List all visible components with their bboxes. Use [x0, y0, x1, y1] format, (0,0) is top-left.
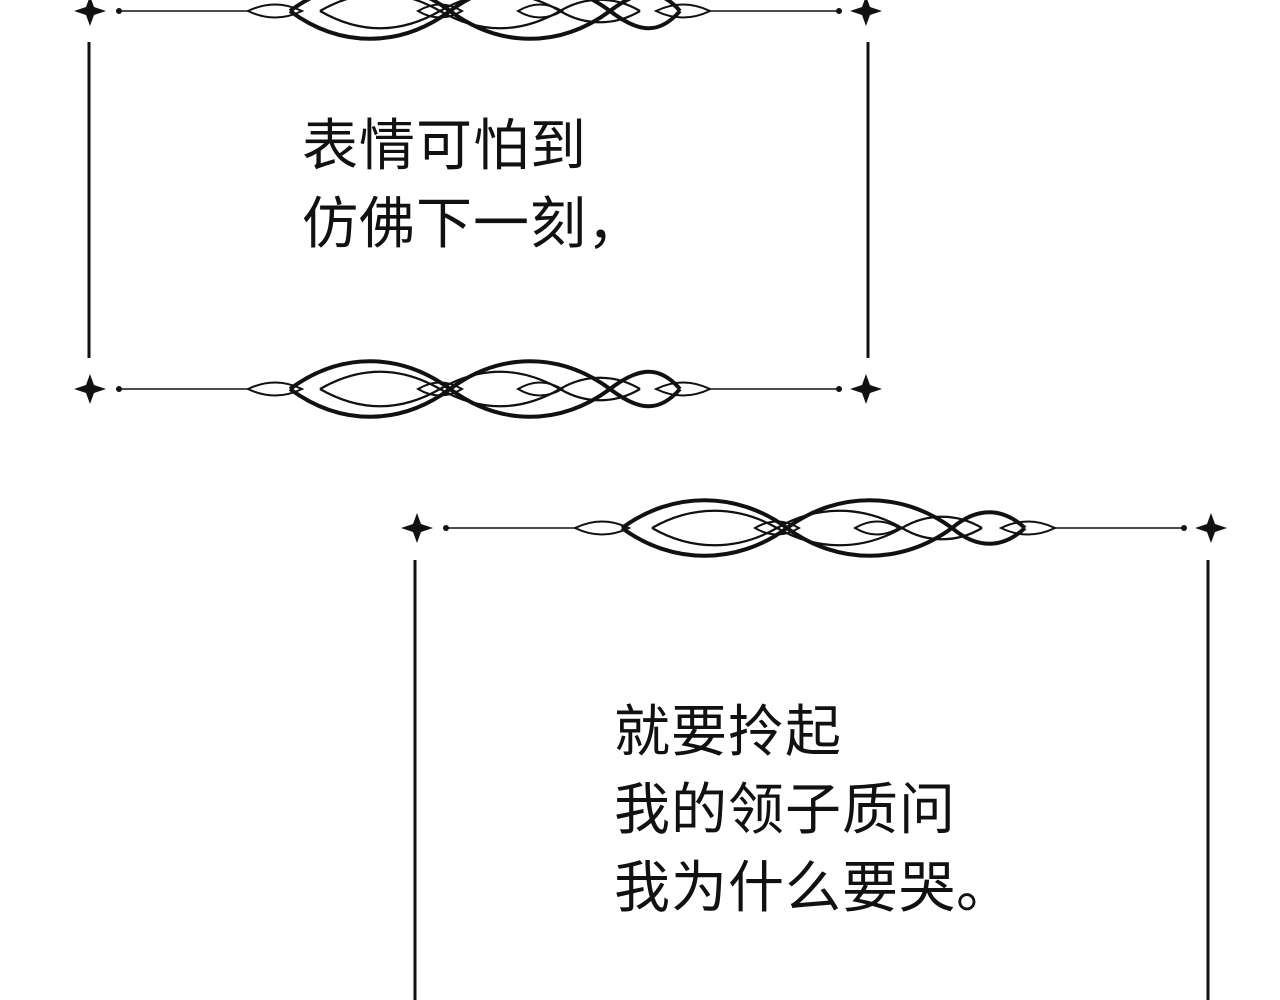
top-flourish-divider-icon: [72, 0, 884, 41]
narration-line: 表情可怕到: [302, 114, 587, 179]
top-flourish-divider-icon: [401, 498, 1227, 558]
narration-text: 就要拎起 我的领子质问 我为什么要哭。: [614, 694, 1013, 928]
narration-line: 仿佛下一刻，: [302, 192, 644, 257]
narration-line: 我的领子质问: [614, 778, 956, 843]
narration-line: 就要拎起: [614, 700, 842, 765]
narration-panel-1: 表情可怕到 仿佛下一刻，: [0, 0, 900, 420]
narration-text: 表情可怕到 仿佛下一刻，: [302, 108, 644, 264]
ornate-frame: [72, 0, 884, 419]
narration-panel-2: 就要拎起 我的领子质问 我为什么要哭。: [0, 480, 1280, 1000]
bottom-flourish-divider-icon: [72, 359, 884, 419]
ornate-frame: [401, 498, 1227, 1000]
narration-line: 我为什么要哭。: [614, 856, 1013, 921]
